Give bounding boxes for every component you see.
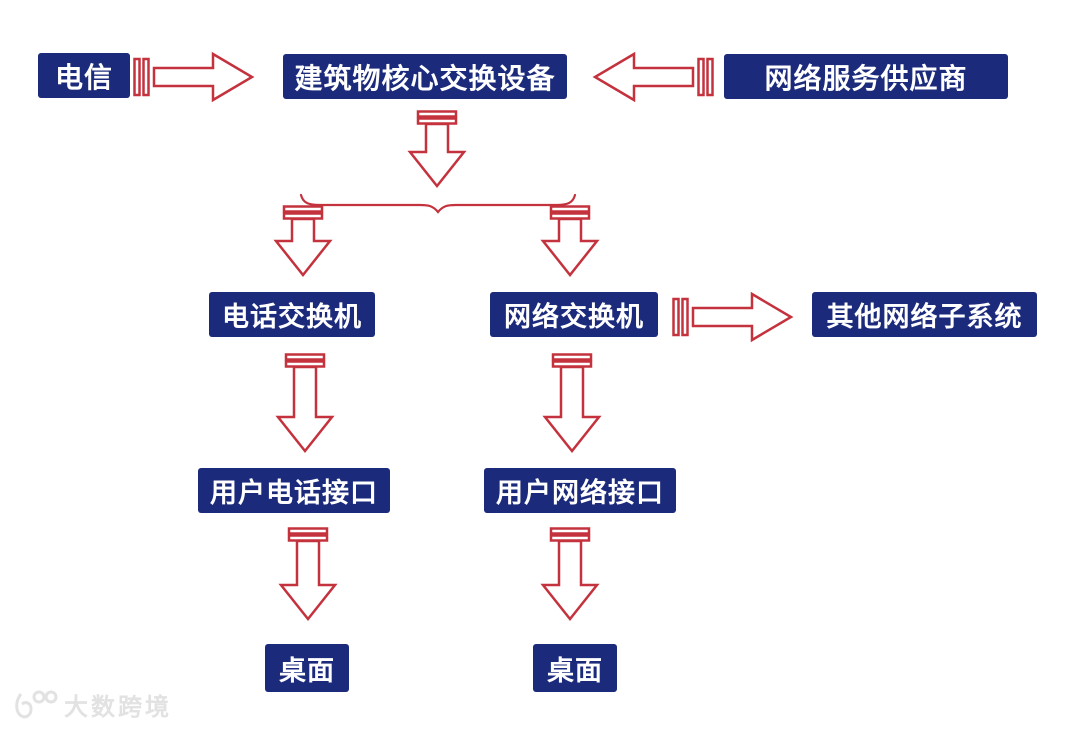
arrow-to-user-phone-interface: [275, 353, 335, 453]
node-telecom: 电信: [38, 53, 130, 98]
arrow-to-desktop-network: [540, 527, 600, 621]
arrow-to-user-network-interface: [542, 353, 602, 453]
watermark-text: 大数跨境: [64, 694, 172, 721]
brace-splitter: [299, 193, 577, 214]
watermark-logo-icon: [15, 690, 58, 718]
node-other-subsystems: 其他网络子系统: [812, 292, 1037, 337]
node-user-phone-interface: 用户电话接口: [198, 468, 390, 513]
arrow-isp-to-core: [592, 51, 714, 103]
node-phone-switch: 电话交换机: [209, 292, 375, 337]
node-desktop-network: 桌面: [533, 644, 617, 692]
arrow-to-network-switch: [540, 205, 600, 277]
node-user-network-interface: 用户网络接口: [484, 468, 676, 513]
node-network-switch: 网络交换机: [490, 292, 658, 337]
node-isp: 网络服务供应商: [724, 54, 1008, 99]
node-core-switch: 建筑物核心交换设备: [283, 54, 567, 99]
arrow-to-phone-switch: [273, 205, 333, 277]
arrow-to-desktop-phone: [278, 527, 338, 621]
arrow-core-down: [407, 110, 467, 188]
node-desktop-phone: 桌面: [265, 644, 349, 692]
arrow-network-switch-to-other: [672, 291, 794, 343]
watermark: 大数跨境: [12, 687, 172, 722]
arrow-telecom-to-core: [133, 51, 255, 103]
